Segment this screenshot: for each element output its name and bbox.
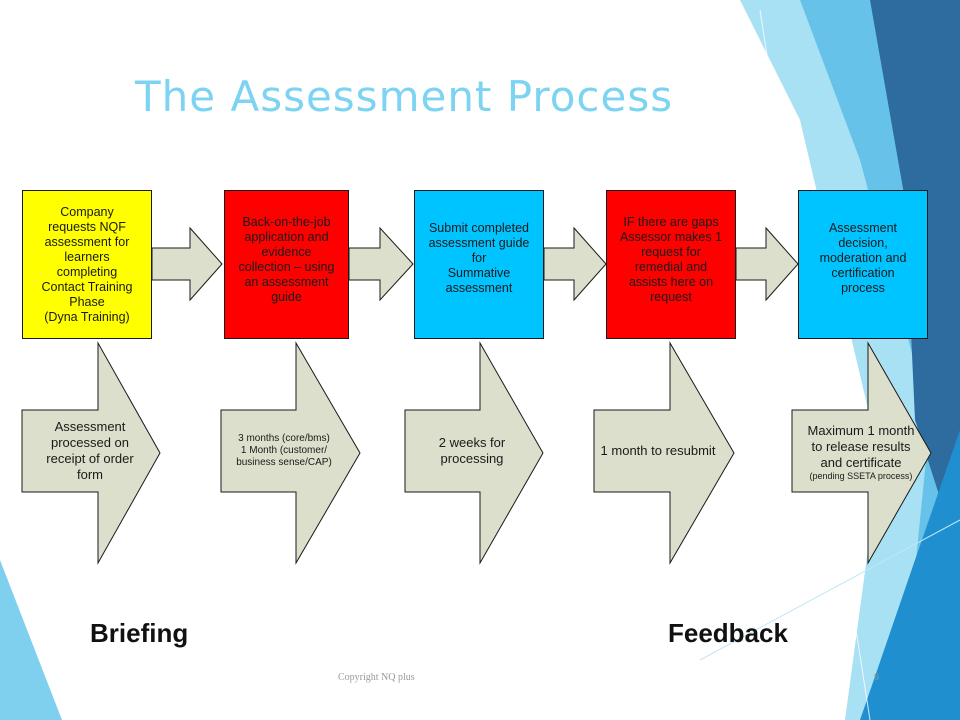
step-box-1: Company requests NQF assessment for lear… bbox=[22, 190, 152, 339]
timing-text-5-sub: (pending SSETA process) bbox=[809, 470, 913, 481]
connector-arrow-2 bbox=[348, 226, 414, 302]
timing-arrow-2 bbox=[220, 341, 361, 565]
timing-arrow-4 bbox=[593, 341, 735, 565]
feedback-label: Feedback bbox=[668, 618, 788, 648]
step-box-3: Submit completed assessment guide for Su… bbox=[414, 190, 544, 339]
timing-text-4: 1 month to resubmit bbox=[600, 443, 716, 458]
timing-text-2: 3 months (core/bms) 1 Month (customer/ b… bbox=[236, 433, 332, 468]
step-box-2: Back-on-the-job application and evidence… bbox=[224, 190, 349, 339]
timing-text-3: 2 weeks for processing bbox=[438, 435, 506, 466]
timing-text-1: Assessment processed on receipt of order… bbox=[46, 419, 134, 482]
footer-page-number: 6 bbox=[874, 672, 879, 683]
step-box-5: Assessment decision, moderation and cert… bbox=[798, 190, 928, 339]
timing-text-5-main: Maximum 1 month to release results and c… bbox=[807, 422, 915, 470]
deco-line-2 bbox=[699, 519, 960, 661]
connector-arrow-1 bbox=[151, 226, 223, 302]
timing-arrow-5 bbox=[791, 341, 932, 565]
briefing-label: Briefing bbox=[90, 618, 189, 648]
connector-arrow-3 bbox=[543, 226, 607, 302]
step-box-4: IF there are gaps Assessor makes 1 reque… bbox=[606, 190, 736, 339]
deco-left-triangle bbox=[0, 560, 62, 720]
timing-arrow-3 bbox=[404, 341, 544, 565]
deco-line-1 bbox=[759, 9, 871, 720]
slide-title: The Assessment Process bbox=[135, 72, 674, 121]
footer-copyright: Copyright NQ plus bbox=[338, 672, 415, 683]
connector-arrow-4 bbox=[735, 226, 799, 302]
timing-text-5: Maximum 1 month to release results and c… bbox=[792, 414, 930, 490]
deco-blue-panel bbox=[860, 430, 960, 720]
timing-arrow-1 bbox=[21, 341, 161, 565]
